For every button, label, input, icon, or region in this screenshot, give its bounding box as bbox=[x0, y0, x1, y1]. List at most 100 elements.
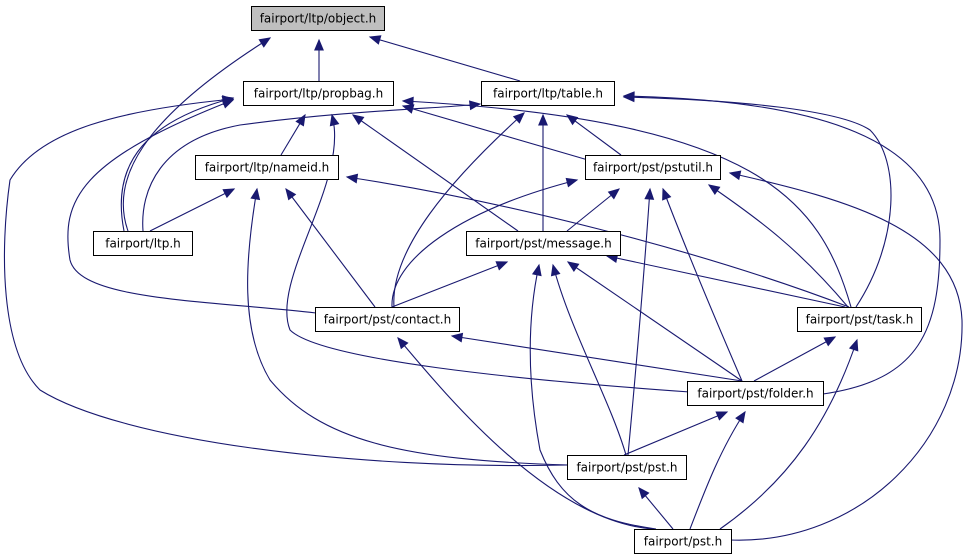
node-pst[interactable]: fairport/pst.h bbox=[634, 529, 732, 554]
arrowhead-icon bbox=[329, 113, 340, 127]
node-box bbox=[687, 381, 824, 406]
edge-pst-to-task bbox=[719, 338, 859, 530]
arrowhead-icon bbox=[662, 187, 672, 201]
arrowhead-icon bbox=[848, 338, 859, 352]
node-box bbox=[634, 529, 732, 554]
edge-contact-to-table bbox=[393, 112, 525, 308]
node-ltp[interactable]: fairport/ltp.h bbox=[93, 231, 193, 256]
node-box bbox=[243, 81, 394, 106]
arrowhead-icon bbox=[512, 112, 525, 124]
edge-contact-to-pstutil bbox=[391, 177, 579, 308]
edge-folder-to-message bbox=[566, 261, 743, 382]
arrowhead-icon bbox=[735, 410, 746, 424]
node-label: fairport/ltp/propbag.h bbox=[254, 87, 383, 101]
node-table[interactable]: fairport/ltp/table.h bbox=[481, 81, 615, 106]
edge-line bbox=[689, 411, 746, 530]
edge-line bbox=[149, 188, 235, 232]
edge-line bbox=[719, 339, 858, 530]
node-label: fairport/pst/message.h bbox=[475, 237, 611, 251]
node-label: fairport/ltp/nameid.h bbox=[205, 161, 330, 175]
edge-line bbox=[529, 264, 657, 530]
node-propbag[interactable]: fairport/ltp/propbag.h bbox=[243, 81, 394, 106]
edge-pst-to-pstpst bbox=[638, 487, 674, 530]
arrowhead-icon bbox=[644, 187, 655, 200]
arrowhead-icon bbox=[728, 170, 742, 181]
edge-pst-to-pstutil bbox=[728, 170, 963, 541]
node-box bbox=[195, 155, 339, 180]
node-label: fairport/ltp/table.h bbox=[493, 87, 603, 101]
edge-line bbox=[623, 95, 941, 395]
node-label: fairport/pst.h bbox=[644, 535, 722, 549]
node-pstpst[interactable]: fairport/pst/pst.h bbox=[567, 455, 687, 480]
edge-message-to-pstutil bbox=[566, 188, 621, 232]
arrowhead-icon bbox=[351, 114, 365, 126]
edge-task-to-pstutil bbox=[707, 184, 849, 308]
arrowhead-icon bbox=[345, 173, 359, 184]
node-box bbox=[567, 455, 687, 480]
edge-line bbox=[566, 114, 622, 156]
edge-line bbox=[402, 105, 589, 161]
node-contact[interactable]: fairport/pst/contact.h bbox=[315, 307, 460, 332]
node-label: fairport/pst/contact.h bbox=[324, 313, 451, 327]
arrowhead-icon bbox=[538, 113, 548, 126]
node-box bbox=[481, 81, 615, 106]
arrowhead-icon bbox=[531, 263, 542, 277]
edge-pstutil-to-propbag bbox=[401, 104, 589, 161]
edge-line bbox=[122, 37, 271, 232]
arrowhead-icon bbox=[715, 411, 729, 421]
edge-pstpst-to-propbag bbox=[3, 95, 569, 467]
edge-line bbox=[391, 179, 578, 308]
node-message[interactable]: fairport/pst/message.h bbox=[466, 231, 621, 256]
edge-line bbox=[729, 172, 963, 541]
node-box bbox=[93, 231, 193, 256]
edge-message-to-propbag bbox=[351, 114, 519, 232]
arrowhead-icon bbox=[314, 38, 324, 51]
arrowhead-icon bbox=[495, 261, 509, 271]
arrowhead-icon bbox=[285, 187, 297, 201]
node-task[interactable]: fairport/pst/task.h bbox=[797, 307, 922, 332]
node-box bbox=[251, 6, 385, 31]
edge-propbag-to-object bbox=[314, 38, 324, 81]
edge-line bbox=[286, 114, 691, 393]
arrowhead-icon bbox=[550, 263, 561, 277]
edge-line bbox=[120, 97, 234, 232]
edge-line bbox=[708, 184, 849, 308]
node-box bbox=[585, 155, 721, 180]
edge-line bbox=[397, 337, 653, 530]
node-object[interactable]: fairport/ltp/object.h bbox=[251, 6, 385, 31]
edge-table-to-object bbox=[368, 35, 521, 82]
node-box bbox=[797, 307, 922, 332]
arrowhead-icon bbox=[565, 177, 579, 188]
edge-line bbox=[67, 99, 317, 314]
edge-folder-to-contact bbox=[450, 332, 743, 382]
arrowhead-icon bbox=[468, 100, 482, 111]
node-label: fairport/pst/folder.h bbox=[697, 387, 813, 401]
edge-line bbox=[247, 188, 570, 466]
node-folder[interactable]: fairport/pst/folder.h bbox=[687, 381, 824, 406]
edge-line bbox=[606, 255, 846, 308]
node-label: fairport/ltp/object.h bbox=[260, 12, 377, 26]
node-label: fairport/ltp.h bbox=[105, 237, 181, 251]
edge-line bbox=[451, 335, 743, 382]
arrowhead-icon bbox=[823, 336, 837, 347]
edge-line bbox=[142, 103, 481, 232]
edge-task-to-propbag bbox=[401, 96, 852, 308]
header-nodes: fairport/ltp/object.h fairport/ltp/propba… bbox=[93, 6, 922, 554]
arrowhead-icon bbox=[566, 261, 580, 273]
edge-line bbox=[753, 336, 836, 382]
edge-line bbox=[627, 188, 651, 456]
edge-line bbox=[393, 112, 525, 308]
node-nameid[interactable]: fairport/ltp/nameid.h bbox=[195, 155, 339, 180]
edge-line bbox=[567, 261, 743, 382]
arrowhead-icon bbox=[258, 37, 272, 48]
edge-pstpst-to-nameid bbox=[247, 187, 570, 466]
edge-line bbox=[346, 176, 850, 308]
node-pstutil[interactable]: fairport/pst/pstutil.h bbox=[585, 155, 721, 180]
edge-pstpst-to-message bbox=[550, 263, 627, 456]
edge-line bbox=[402, 100, 852, 308]
edge-line bbox=[662, 188, 743, 382]
edge-pst-to-folder bbox=[689, 410, 746, 530]
edge-line bbox=[3, 98, 569, 467]
edge-pstutil-to-table bbox=[565, 114, 622, 156]
edge-line bbox=[352, 114, 519, 232]
